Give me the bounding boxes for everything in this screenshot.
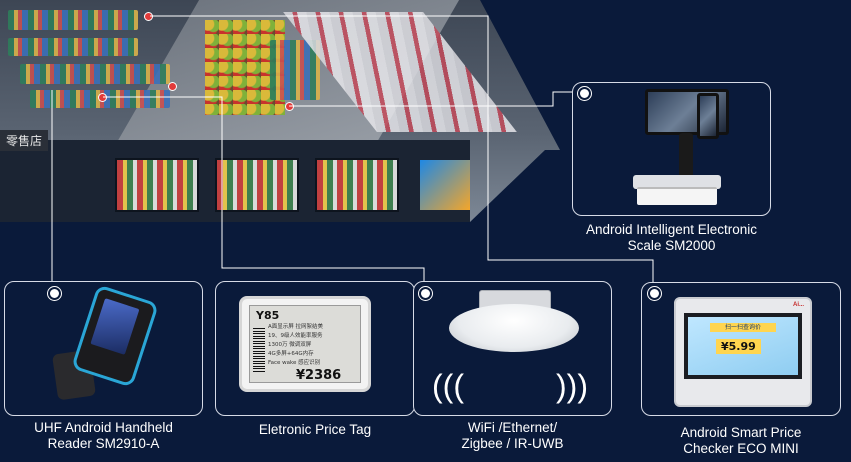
price-tag-price: ¥2386 (296, 368, 342, 383)
label-line: Android Intelligent Electronic (585, 222, 758, 237)
electronic-price-tag: Y85 A面显示屏 拉网絮结美 19、9级人效能率服务 1300万 微调双屏 4… (239, 296, 371, 392)
ceiling-gateway-device (449, 304, 579, 352)
price-tag-spec-line: 1300万 微调双屏 (268, 342, 312, 348)
shelf-row (8, 38, 138, 56)
store-sign: 零售店 (0, 130, 49, 151)
card-anchor-dot (419, 287, 432, 300)
scale-base (637, 187, 717, 205)
window-shelf (215, 158, 299, 212)
product-label-gateway: WiFi /Ethernet/ Zigbee / IR-UWB (413, 420, 612, 452)
window-shelf (315, 158, 399, 212)
label-line: UHF Android Handheld (34, 420, 173, 435)
scale-pole (679, 133, 693, 181)
label-line: Eletronic Price Tag (258, 422, 372, 437)
barcode-icon (253, 328, 265, 372)
shelf-row (20, 64, 170, 84)
signal-wave-right-icon: ))) (556, 368, 588, 404)
label-line: Zigbee / IR-UWB (461, 436, 564, 451)
price-checker-screen: 扫一扫查询价 ¥5.99 (684, 313, 802, 379)
product-card-gateway[interactable]: ((( ))) (413, 281, 612, 416)
product-card-price-checker[interactable]: Ai... 扫一扫查询价 ¥5.99 (641, 282, 841, 416)
signal-wave-left-icon: ((( (432, 368, 464, 404)
label-line: Scale SM2000 (627, 238, 716, 253)
promo-poster (420, 160, 470, 210)
product-label-scale: Android Intelligent Electronic Scale SM2… (572, 222, 771, 254)
checker-price: ¥5.99 (716, 339, 761, 354)
handheld-screen (90, 298, 140, 355)
price-tag-spec-line: 4G多屏+64G内存 (268, 351, 314, 357)
product-label-handheld: UHF Android Handheld Reader SM2910-A (4, 420, 203, 452)
scale-weighing-plate (633, 175, 721, 189)
store-scene-illustration: 零售店 (0, 0, 560, 222)
card-anchor-dot (48, 287, 61, 300)
shelf-row (8, 10, 138, 30)
device-marker (144, 12, 153, 21)
price-tag-model: Y85 (256, 309, 280, 322)
window-shelf (115, 158, 199, 212)
price-tag-spec-line: 19、9级人效能率服务 (268, 333, 323, 339)
product-card-price-tag[interactable]: Y85 A面显示屏 拉网絮结美 19、9级人效能率服务 1300万 微调双屏 4… (215, 281, 415, 416)
product-label-price-tag: Eletronic Price Tag (215, 422, 415, 438)
device-marker (98, 93, 107, 102)
product-card-scale[interactable] (572, 82, 771, 216)
price-checker-device: Ai... 扫一扫查询价 ¥5.99 (674, 297, 812, 407)
label-line: Checker ECO MINI (683, 441, 799, 456)
price-tag-screen: Y85 A面显示屏 拉网絮结美 19、9级人效能率服务 1300万 微调双屏 4… (249, 305, 361, 383)
label-line: WiFi /Ethernet/ (467, 420, 558, 435)
device-marker (168, 82, 177, 91)
card-anchor-dot (578, 87, 591, 100)
label-line: Android Smart Price (680, 425, 802, 440)
label-line: Reader SM2910-A (47, 436, 160, 451)
scale-rear-display (697, 93, 719, 139)
handheld-device (70, 284, 160, 388)
card-anchor-dot (648, 287, 661, 300)
price-tag-spec-line: Face wake 感应识别 (268, 360, 321, 366)
product-label-price-checker: Android Smart Price Checker ECO MINI (641, 425, 841, 457)
price-tag-spec-line: A面显示屏 拉网絮结美 (268, 324, 324, 330)
product-card-handheld[interactable] (4, 281, 203, 416)
checker-header: 扫一扫查询价 (710, 323, 776, 332)
device-marker (285, 102, 294, 111)
checker-brand: Ai... (792, 302, 804, 308)
